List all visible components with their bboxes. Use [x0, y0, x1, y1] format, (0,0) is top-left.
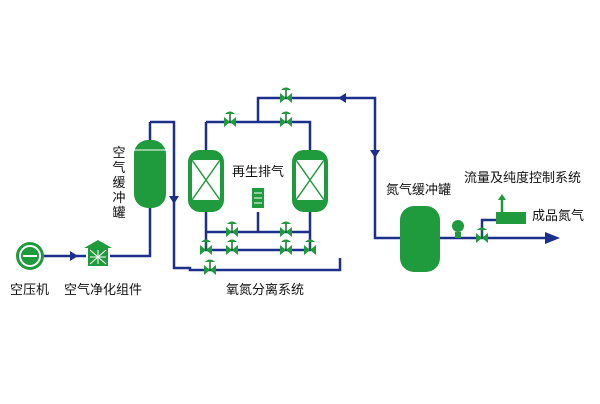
- exhaust-muffler-icon: [252, 188, 264, 208]
- flow-arrow-1: [70, 251, 78, 261]
- pipe-bottom-manifold-1: [204, 210, 312, 252]
- valve-icon[interactable]: [304, 239, 316, 256]
- valve-icon[interactable]: [224, 111, 236, 128]
- flow-arrow-3: [370, 150, 380, 158]
- flow-arrow-2: [169, 196, 179, 204]
- label-compressor: 空压机: [10, 283, 50, 298]
- pipe-top-bypass: [256, 96, 400, 240]
- air-buffer-tank[interactable]: [134, 140, 166, 208]
- label-flow-purity-control: 流量及纯度控制系统: [464, 171, 582, 186]
- flow-meter-icon[interactable]: [452, 220, 464, 238]
- valve-icon[interactable]: [280, 111, 292, 128]
- label-separation-system: 氧氮分离系统: [226, 283, 305, 298]
- label-regeneration-exhaust: 再生排气: [232, 165, 285, 180]
- compressor-icon[interactable]: [16, 242, 44, 270]
- adsorption-tower-left[interactable]: [188, 150, 224, 212]
- valve-icon[interactable]: [204, 259, 216, 276]
- valve-icon[interactable]: [226, 221, 238, 238]
- valve-icon[interactable]: [200, 239, 212, 256]
- nitrogen-buffer-tank[interactable]: [400, 206, 440, 272]
- label-product-nitrogen: 成品氮气: [532, 209, 585, 224]
- valve-icon[interactable]: [280, 239, 292, 256]
- output-arrow-icon: [545, 232, 560, 244]
- purifier-house-icon[interactable]: [84, 240, 112, 266]
- label-purifier: 空气净化组件: [64, 283, 143, 298]
- pipe-air-tank-to-separation: [150, 120, 342, 272]
- valve-icon[interactable]: [280, 87, 292, 104]
- label-nitrogen-buffer-tank: 氮气缓冲罐: [386, 183, 452, 198]
- flow-purity-control-box[interactable]: [496, 194, 526, 224]
- valve-icon[interactable]: [280, 221, 292, 238]
- valve-icon[interactable]: [226, 239, 238, 256]
- adsorption-tower-right[interactable]: [292, 150, 328, 212]
- label-air-buffer-tank: 空气缓冲罐: [112, 146, 126, 221]
- check-valve-arrow-icon: [338, 93, 346, 103]
- pipe-separation-top-bar: [206, 120, 312, 152]
- valves: [200, 87, 488, 276]
- valve-icon[interactable]: [476, 227, 488, 244]
